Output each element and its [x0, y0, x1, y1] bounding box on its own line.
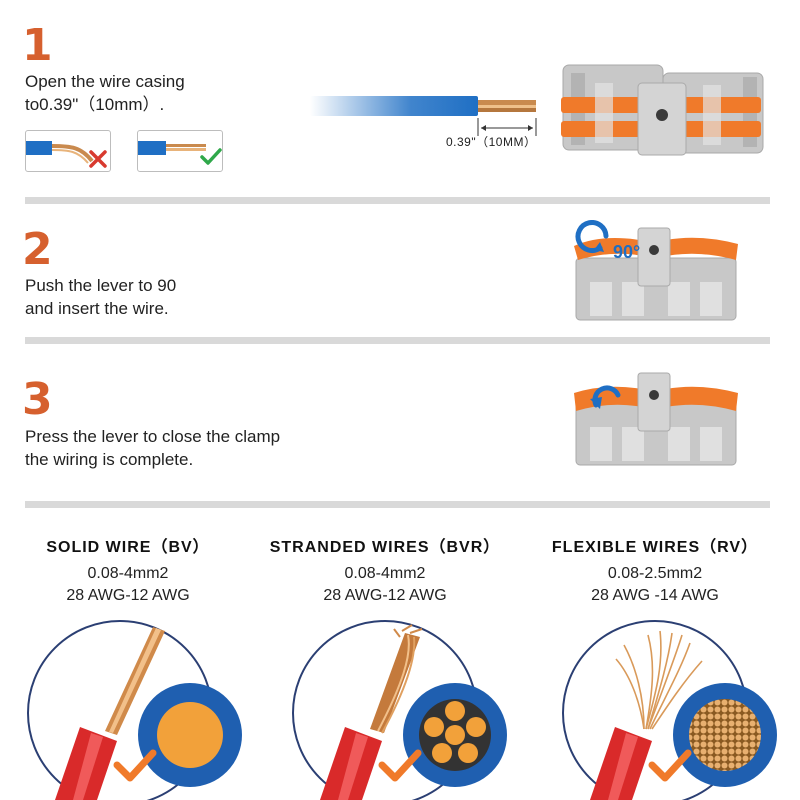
straight-wire-icon — [138, 141, 206, 155]
connector-lever-open — [574, 220, 738, 321]
step-2-line-1: Push the lever to 90 — [25, 276, 177, 295]
section-divider-2 — [25, 337, 770, 344]
wire-type-size: 0.08-4mm2 — [87, 565, 169, 582]
wire-type-title: FLEXIBLE WIRES（RV） — [551, 539, 759, 556]
step-1-number: 1 — [22, 20, 53, 71]
wire-type-solid: SOLID WIRE（BV） 0.08-4mm2 28 AWG-12 AWG — [3, 533, 253, 607]
step-2-number: 2 — [22, 224, 53, 275]
solid-check-icon — [200, 770, 201, 771]
connector-lever-closed — [574, 372, 738, 466]
cross-icon — [89, 150, 107, 168]
step-3-line-1: Press the lever to close the clamp — [25, 427, 281, 446]
wire-type-awg: 28 AWG-12 AWG — [66, 587, 190, 604]
wire-type-specs: 0.08-4mm2 28 AWG-12 AWG — [3, 563, 253, 607]
step-1-instruction: Open the wire casing to0.39"（10mm）. — [25, 70, 185, 116]
step-2-instruction: Push the lever to 90 and insert the wire… — [25, 274, 176, 320]
wire-type-title: STRANDED WIRES（BVR） — [269, 539, 501, 556]
wire-type-awg: 28 AWG-12 AWG — [323, 587, 447, 604]
stripped-wire-illustration — [310, 96, 537, 136]
step-3-line-2: the wiring is complete. — [25, 450, 194, 469]
wire-type-size: 0.08-4mm2 — [344, 565, 426, 582]
step-3-instruction: Press the lever to close the clamp the w… — [25, 425, 280, 471]
step-1-line-1: Open the wire casing — [25, 72, 185, 91]
wire-type-specs: 0.08-4mm2 28 AWG-12 AWG — [260, 563, 510, 607]
correct-strip-thumbnail — [137, 130, 223, 172]
stranded-wire-illustration — [292, 620, 507, 800]
section-divider-1 — [25, 197, 770, 204]
solid-wire-illustration — [27, 620, 242, 800]
wire-type-awg: 28 AWG -14 AWG — [591, 587, 719, 604]
flexible-wire-illustration — [562, 620, 777, 800]
step-2-line-2: and insert the wire. — [25, 299, 169, 318]
wire-type-specs: 0.08-2.5mm2 28 AWG -14 AWG — [530, 563, 780, 607]
section-divider-3 — [25, 501, 770, 508]
strip-length-label: 0.39"（10MM） — [446, 135, 537, 149]
bent-wire-icon — [26, 141, 94, 164]
wire-type-stranded: STRANDED WIRES（BVR） 0.08-4mm2 28 AWG-12 … — [260, 533, 510, 607]
wire-type-flexible: FLEXIBLE WIRES（RV） 0.08-2.5mm2 28 AWG -1… — [530, 533, 780, 607]
wrong-strip-thumbnail — [25, 130, 111, 172]
wire-type-size: 0.08-2.5mm2 — [607, 565, 703, 582]
lever-angle-label: 90° — [613, 242, 641, 262]
check-icon — [200, 148, 222, 165]
step-1-line-2: to0.39"（10mm）. — [25, 95, 165, 114]
wire-type-title: SOLID WIRE（BV） — [46, 539, 210, 556]
connector-top-view — [561, 64, 764, 156]
step-3-number: 3 — [22, 374, 53, 425]
